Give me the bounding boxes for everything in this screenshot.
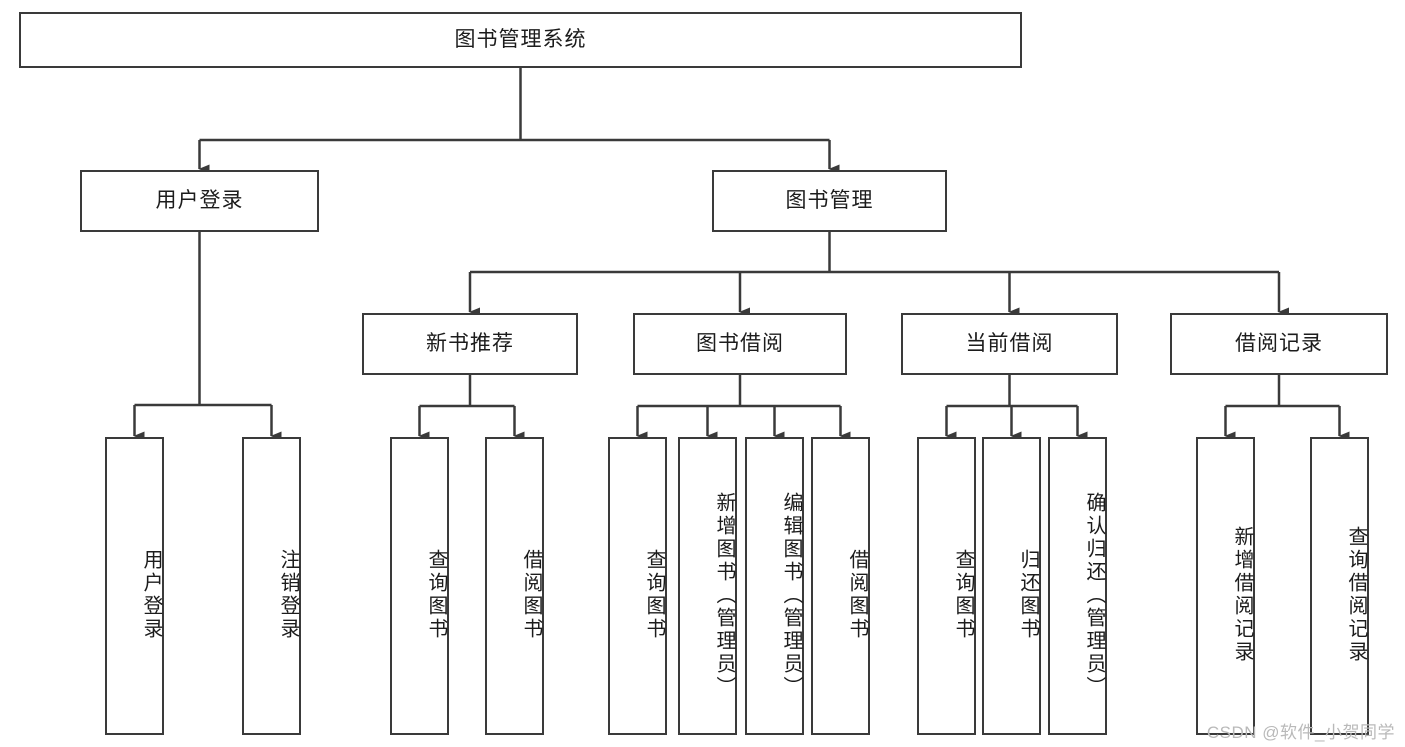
node-label: 新书推荐 (426, 331, 514, 355)
node-label: 借阅图书 (846, 549, 868, 641)
node-borrow[interactable]: 图书借阅 (633, 313, 847, 375)
node-label: 借阅记录 (1235, 331, 1323, 355)
node-l-query1[interactable]: 查询图书 (390, 437, 449, 735)
node-label: 新增图书（管理员） (713, 491, 735, 699)
node-label: 图书管理 (785, 188, 874, 212)
node-label: 确认归还（管理员） (1083, 491, 1105, 699)
node-label: 编辑图书（管理员） (780, 491, 802, 699)
node-label: 归还图书 (1017, 549, 1039, 641)
node-l-borrow1[interactable]: 借阅图书 (485, 437, 544, 735)
node-label: 新增借阅记录 (1231, 526, 1253, 664)
node-label: 借阅图书 (520, 549, 542, 641)
node-login[interactable]: 用户登录 (80, 170, 319, 232)
node-l-return[interactable]: 归还图书 (982, 437, 1041, 735)
edge-layer (133, 68, 1350, 441)
node-label: 用户登录 (155, 188, 244, 212)
node-l-login[interactable]: 用户登录 (105, 437, 164, 735)
node-label: 查询图书 (425, 549, 447, 641)
node-l-confirm[interactable]: 确认归还（管理员） (1048, 437, 1107, 735)
node-records[interactable]: 借阅记录 (1170, 313, 1388, 375)
node-label: 注销登录 (277, 549, 299, 641)
node-newbook[interactable]: 新书推荐 (362, 313, 578, 375)
node-l-logout[interactable]: 注销登录 (242, 437, 301, 735)
node-bookmgmt[interactable]: 图书管理 (712, 170, 947, 232)
node-l-query2[interactable]: 查询图书 (608, 437, 667, 735)
node-label: 查询借阅记录 (1345, 526, 1367, 664)
node-root[interactable]: 图书管理系统 (19, 12, 1022, 68)
node-label: 图书借阅 (696, 331, 784, 355)
node-l-addbook[interactable]: 新增图书（管理员） (678, 437, 737, 735)
node-l-editbook[interactable]: 编辑图书（管理员） (745, 437, 804, 735)
node-label: 图书管理系统 (454, 27, 587, 51)
node-label: 查询图书 (952, 549, 974, 641)
node-label: 查询图书 (643, 549, 665, 641)
node-current[interactable]: 当前借阅 (901, 313, 1118, 375)
node-label: 用户登录 (140, 549, 162, 641)
node-label: 当前借阅 (965, 331, 1054, 355)
watermark-text: CSDN @软件_小贺同学 (1206, 723, 1395, 742)
node-l-queryrec[interactable]: 查询借阅记录 (1310, 437, 1369, 735)
node-l-query3[interactable]: 查询图书 (917, 437, 976, 735)
node-l-borrow2[interactable]: 借阅图书 (811, 437, 870, 735)
node-l-addrec[interactable]: 新增借阅记录 (1196, 437, 1255, 735)
